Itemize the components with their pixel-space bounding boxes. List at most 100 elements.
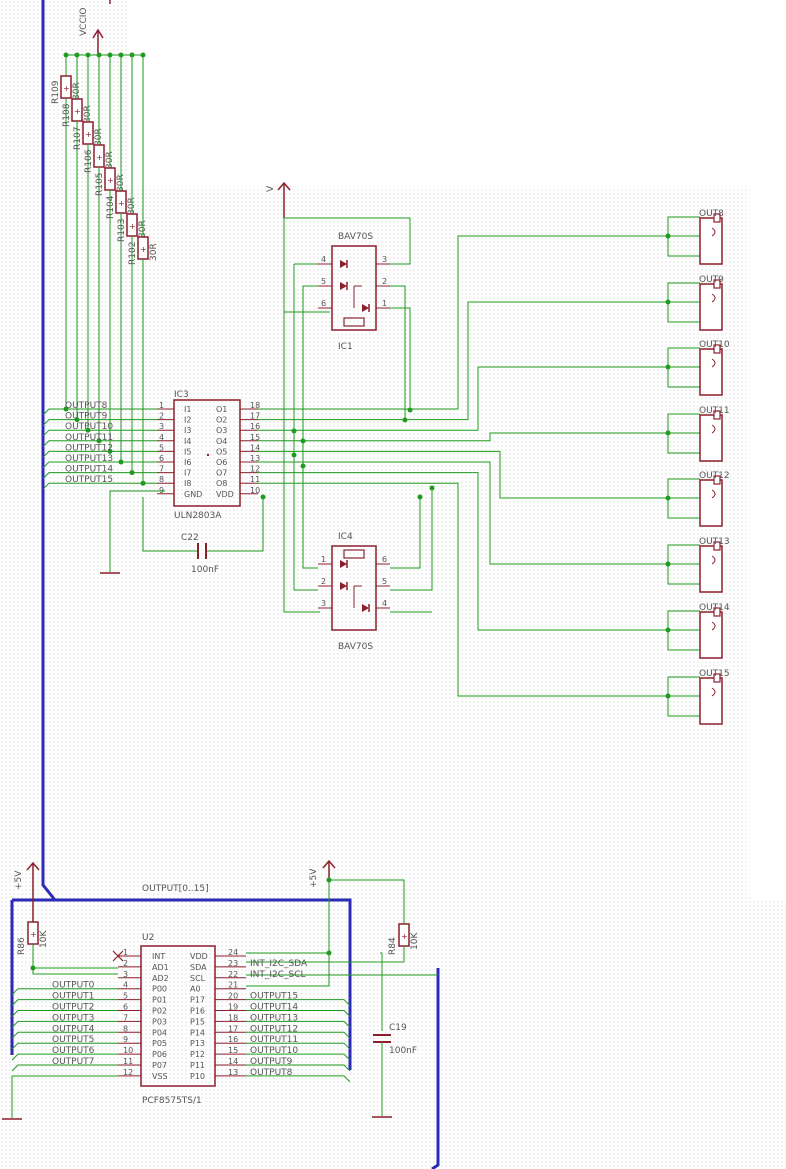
resistor-name: R108 bbox=[62, 103, 72, 127]
ic3-pin-label: I6 bbox=[184, 458, 191, 467]
u2-pin-num: 12 bbox=[123, 1068, 133, 1077]
r84-name: R84 bbox=[388, 937, 398, 955]
bav-pin-num: 5 bbox=[382, 577, 387, 586]
u2-pin-label: P03 bbox=[152, 1017, 167, 1026]
c22-name: C22 bbox=[181, 533, 199, 543]
c19-capacitor: C19 100nF bbox=[372, 1023, 417, 1118]
ic3-pin-num: 2 bbox=[159, 412, 164, 421]
u2-pin-num: 14 bbox=[228, 1057, 238, 1066]
resistor-name: R103 bbox=[117, 219, 127, 242]
bav-pin-num: 6 bbox=[321, 299, 326, 308]
svg-text:+: + bbox=[129, 222, 136, 231]
svg-text:+: + bbox=[74, 107, 81, 116]
bav-pin-num: 4 bbox=[382, 599, 387, 608]
ic3-pin-num: 5 bbox=[159, 443, 164, 452]
u2-right-net: OUTPUT10 bbox=[250, 1046, 298, 1056]
ic3-ground bbox=[100, 490, 165, 574]
r84-resistor: + R84 10K bbox=[388, 923, 420, 962]
v-label: V bbox=[266, 185, 276, 192]
connector-out14: OUT14 bbox=[699, 603, 730, 659]
ic3-pin-num: 13 bbox=[250, 454, 260, 463]
connector-out11: OUT11 bbox=[699, 406, 730, 462]
svg-text:+: + bbox=[30, 930, 37, 939]
u2-pin-label: P13 bbox=[190, 1039, 205, 1048]
bav-pin-num: 3 bbox=[321, 599, 326, 608]
u2-ground bbox=[2, 1075, 118, 1120]
ic3-pin-num: 16 bbox=[250, 422, 260, 431]
u2-pin-num: 21 bbox=[228, 981, 238, 990]
u2-pin-label: P10 bbox=[190, 1072, 205, 1081]
connector-label: OUT15 bbox=[699, 669, 730, 679]
ic3-input-wires: OUTPUT8OUTPUT9OUTPUT10OUTPUT11OUTPUT12OU… bbox=[42, 401, 157, 490]
u2-pin-num: 2 bbox=[123, 959, 128, 968]
resistor-name: R105 bbox=[95, 173, 105, 196]
ic3-part: ULN2803A bbox=[174, 511, 222, 521]
u2-left-net: OUTPUT7 bbox=[52, 1057, 94, 1067]
ic3-pin-label: O4 bbox=[216, 437, 227, 446]
bav-pin-num: 5 bbox=[321, 277, 326, 286]
ic3-pin-label: I5 bbox=[184, 447, 191, 456]
ic3-input-net: OUTPUT8 bbox=[65, 401, 108, 411]
ic3-input-net: OUTPUT12 bbox=[65, 443, 113, 453]
u2-pin-label: AD2 bbox=[152, 974, 169, 983]
connector-label: OUT12 bbox=[699, 471, 730, 481]
r86-resistor: + R86 10K bbox=[17, 921, 118, 975]
ic3-input-net: OUTPUT14 bbox=[65, 465, 113, 475]
ic3-pin-num: 3 bbox=[159, 422, 164, 431]
connector-out9: OUT9 bbox=[699, 275, 724, 331]
u2-pin-label: P16 bbox=[190, 1007, 205, 1016]
v-supply: V bbox=[266, 181, 411, 613]
ic3-pin-num: 15 bbox=[250, 433, 260, 442]
ic3-pin-label: O2 bbox=[216, 416, 227, 425]
ic3-pin-num: 4 bbox=[159, 433, 164, 442]
u2-pin-label: INT bbox=[152, 952, 165, 961]
u2-pin-num: 19 bbox=[228, 1003, 238, 1012]
c19-name: C19 bbox=[389, 1023, 407, 1033]
u2-pin-num: 16 bbox=[228, 1035, 238, 1044]
u2-left-net: OUTPUT4 bbox=[52, 1024, 95, 1034]
ic3-pin-label: O1 bbox=[216, 405, 227, 414]
vccio-supply: VCCIO bbox=[79, 0, 111, 55]
u2-pin-num: 3 bbox=[123, 970, 128, 979]
ic3-pin-num: 17 bbox=[250, 412, 260, 421]
connector-label: OUT13 bbox=[699, 537, 730, 547]
ic3-input-net: OUTPUT11 bbox=[65, 433, 113, 443]
bus-label: OUTPUT[0..15] bbox=[142, 884, 209, 894]
resistor-name: R104 bbox=[106, 195, 116, 219]
u2-pin-num: 24 bbox=[228, 948, 238, 957]
ic3-pin-num: 14 bbox=[250, 443, 260, 452]
u2-right-net: OUTPUT13 bbox=[250, 1013, 298, 1023]
u2-pin-num: 8 bbox=[123, 1024, 128, 1033]
svg-text:+: + bbox=[85, 130, 92, 139]
svg-text:+: + bbox=[63, 84, 70, 93]
ic3-pin-num: 10 bbox=[250, 486, 260, 495]
svg-text:+: + bbox=[96, 153, 103, 162]
u2-pin-label: P15 bbox=[190, 1017, 205, 1026]
u2-pin-label: P07 bbox=[152, 1061, 167, 1070]
u2-left-net: OUTPUT1 bbox=[52, 992, 94, 1002]
u2-pin-num: 13 bbox=[228, 1068, 238, 1077]
resistor-name: R109 bbox=[51, 80, 61, 104]
u2-pin-label: P14 bbox=[190, 1028, 205, 1037]
u2-pin-label: P00 bbox=[152, 985, 167, 994]
ic3-pin-label: I8 bbox=[184, 479, 191, 488]
c19-value: 100nF bbox=[389, 1046, 417, 1056]
ic3-name: IC3 bbox=[174, 390, 189, 400]
u2-left-net: OUTPUT2 bbox=[52, 1003, 94, 1013]
ic3-output-wires bbox=[258, 216, 700, 717]
bav-pin-num: 4 bbox=[321, 255, 326, 264]
u2-pin-num: 17 bbox=[228, 1024, 238, 1033]
u2-pin-num: 7 bbox=[123, 1013, 128, 1022]
p5v-left-label: +5V bbox=[14, 870, 24, 890]
connector-out15: OUT15 bbox=[699, 669, 730, 725]
u2-pin-label: P04 bbox=[152, 1028, 167, 1037]
u2-pin-num: 5 bbox=[123, 992, 128, 1001]
u2-pin-num: 4 bbox=[123, 981, 128, 990]
u2-pin-num: 22 bbox=[228, 970, 238, 979]
u2-right-net: OUTPUT9 bbox=[250, 1057, 293, 1067]
